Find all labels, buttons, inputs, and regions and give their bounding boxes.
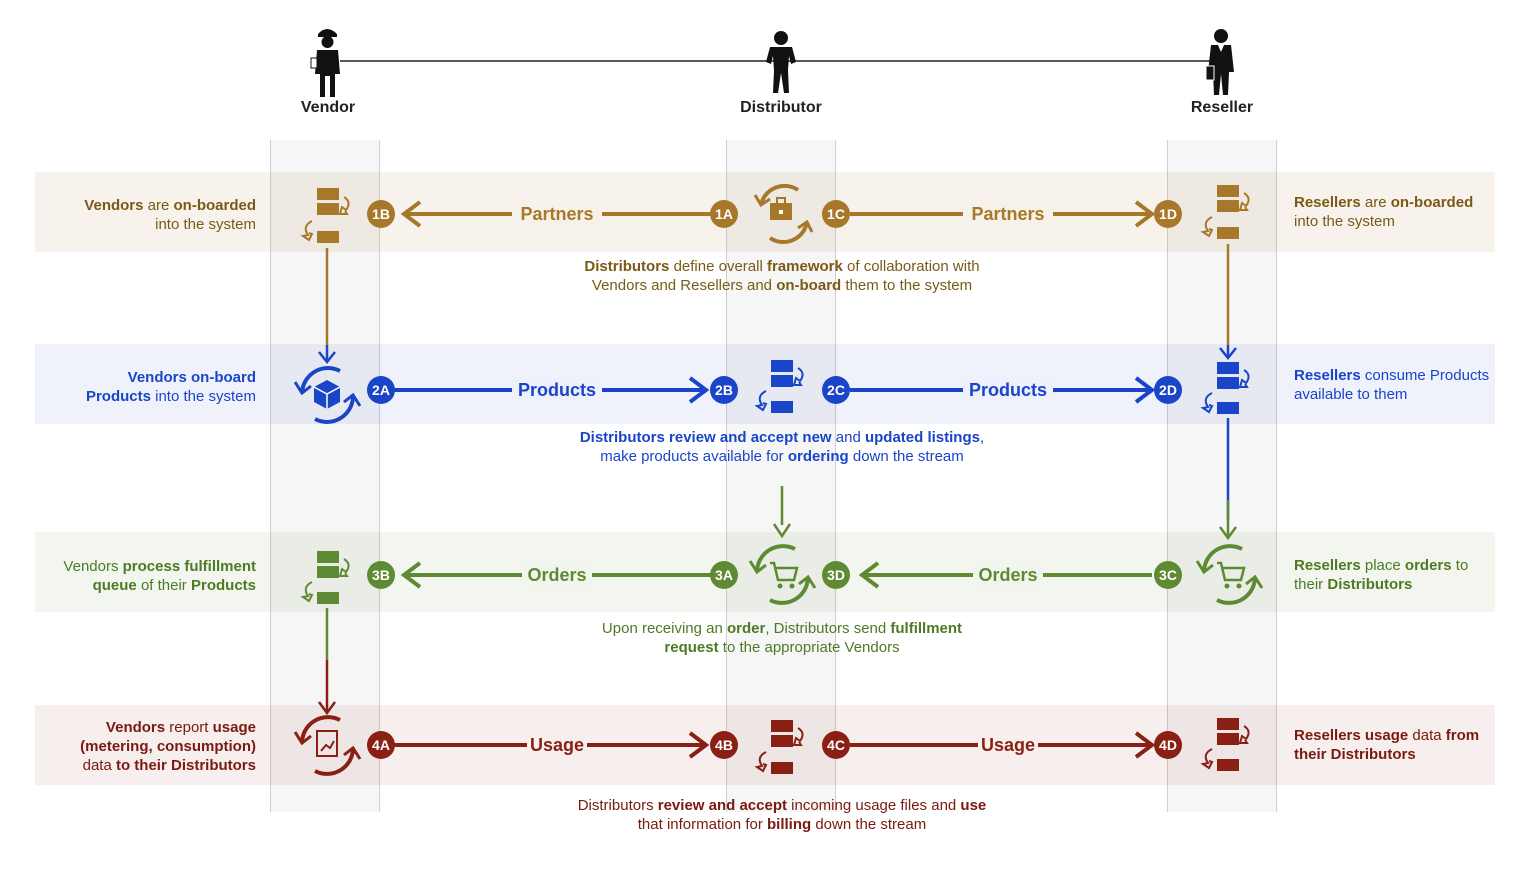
svg-text:1D: 1D	[1159, 206, 1177, 222]
actor-label-vendor: Vendor	[300, 99, 356, 116]
arrow-label-usage-1: Usage	[527, 734, 587, 756]
arrow-label-partners-1: Partners	[512, 203, 602, 225]
svg-text:4B: 4B	[715, 737, 733, 753]
actor-label-distributor: Distributor	[740, 99, 822, 116]
svg-text:2C: 2C	[827, 382, 845, 398]
svg-text:Partners: Partners	[520, 204, 593, 224]
vendor-stack-icon-3	[300, 551, 350, 604]
svg-text:3C: 3C	[1159, 567, 1177, 583]
svg-text:Orders: Orders	[978, 565, 1037, 585]
svg-text:3D: 3D	[827, 567, 845, 583]
row3-description: Upon receiving an order, Distributors se…	[601, 620, 963, 656]
step-badge-1b: 1B	[367, 200, 395, 228]
svg-text:4A: 4A	[372, 737, 390, 753]
row2-description: Distributors review and accept new and u…	[579, 429, 985, 465]
reseller-stack-icon-4	[1200, 718, 1250, 771]
distributor-stack-icon-2	[754, 360, 804, 413]
row4-description: Distributors review and accept incoming …	[577, 797, 987, 833]
reseller-stack-icon-1	[1200, 185, 1250, 239]
svg-text:2D: 2D	[1159, 382, 1177, 398]
svg-text:4D: 4D	[1159, 737, 1177, 753]
step-badge-4a: 4A	[367, 731, 395, 759]
arrow-label-products-2: Products	[963, 379, 1053, 401]
step-badge-4c: 4C	[822, 731, 850, 759]
row-band-orders	[35, 532, 1495, 612]
actor-label-reseller: Reseller	[1190, 99, 1254, 116]
arrow-label-partners-2: Partners	[963, 203, 1053, 225]
svg-text:4C: 4C	[827, 737, 845, 753]
step-badge-2a: 2A	[367, 376, 395, 404]
svg-text:Products: Products	[969, 380, 1047, 400]
cube-cycle-icon	[293, 366, 362, 424]
row4-right-text: Resellers usage data from their Distribu…	[1294, 727, 1480, 763]
svg-text:3A: 3A	[715, 567, 733, 583]
row4-left-text: Vendors report usage(metering, consumpti…	[80, 719, 256, 774]
svg-text:1A: 1A	[715, 206, 733, 222]
vendor-stack-icon-1	[300, 188, 350, 243]
step-badge-3b: 3B	[367, 561, 395, 589]
reseller-stack-icon-2	[1200, 362, 1250, 414]
row1-description: Distributors define overall framework of…	[584, 258, 980, 294]
svg-text:3B: 3B	[372, 567, 390, 583]
step-badge-3c: 3C	[1154, 561, 1182, 589]
svg-text:2B: 2B	[715, 382, 733, 398]
arrow-label-orders-2: Orders	[973, 564, 1043, 586]
businessman-icon	[1205, 29, 1234, 95]
row-orders-graphics	[300, 500, 1264, 716]
briefcase-cycle-icon	[753, 183, 814, 244]
svg-text:1B: 1B	[372, 206, 390, 222]
arrow-label-usage-2: Usage	[978, 734, 1038, 756]
step-badge-1d: 1D	[1154, 200, 1182, 228]
step-badge-2b: 2B	[710, 376, 738, 404]
step-badge-2d: 2D	[1154, 376, 1182, 404]
step-badge-2c: 2C	[822, 376, 850, 404]
row3-right-text: Resellers place orders to their Distribu…	[1294, 557, 1469, 593]
worker-icon	[310, 29, 340, 97]
step-badge-3a: 3A	[710, 561, 738, 589]
svg-text:Usage: Usage	[981, 735, 1035, 755]
cart-cycle-icon-distributor	[748, 544, 817, 605]
step-badge-3d: 3D	[822, 561, 850, 589]
row-usage-graphics	[293, 715, 1250, 776]
svg-text:Usage: Usage	[530, 735, 584, 755]
row-band-partners	[35, 172, 1495, 252]
svg-text:Partners: Partners	[971, 204, 1044, 224]
row-band-usage	[35, 705, 1495, 785]
arrow-label-orders-1: Orders	[522, 564, 592, 586]
vendor-column-band	[270, 140, 380, 812]
svg-text:Orders: Orders	[527, 565, 586, 585]
svg-text:Products: Products	[518, 380, 596, 400]
step-badge-4b: 4B	[710, 731, 738, 759]
svg-text:2A: 2A	[372, 382, 390, 398]
reseller-column-band	[1167, 140, 1277, 812]
cart-cycle-icon-reseller	[1195, 544, 1264, 605]
person-icon	[766, 31, 796, 93]
report-cycle-icon	[293, 715, 362, 776]
step-badge-1c: 1C	[822, 200, 850, 228]
row-products-graphics	[293, 345, 1250, 539]
row-band-products	[35, 344, 1495, 424]
row2-right-text: Resellers consume Products available to …	[1294, 367, 1490, 403]
distributor-column-band	[726, 140, 836, 812]
step-badge-4d: 4D	[1154, 731, 1182, 759]
arrow-label-products-1: Products	[512, 379, 602, 401]
step-badge-1a: 1A	[710, 200, 738, 228]
svg-text:1C: 1C	[827, 206, 845, 222]
distributor-stack-icon-4	[754, 720, 804, 774]
